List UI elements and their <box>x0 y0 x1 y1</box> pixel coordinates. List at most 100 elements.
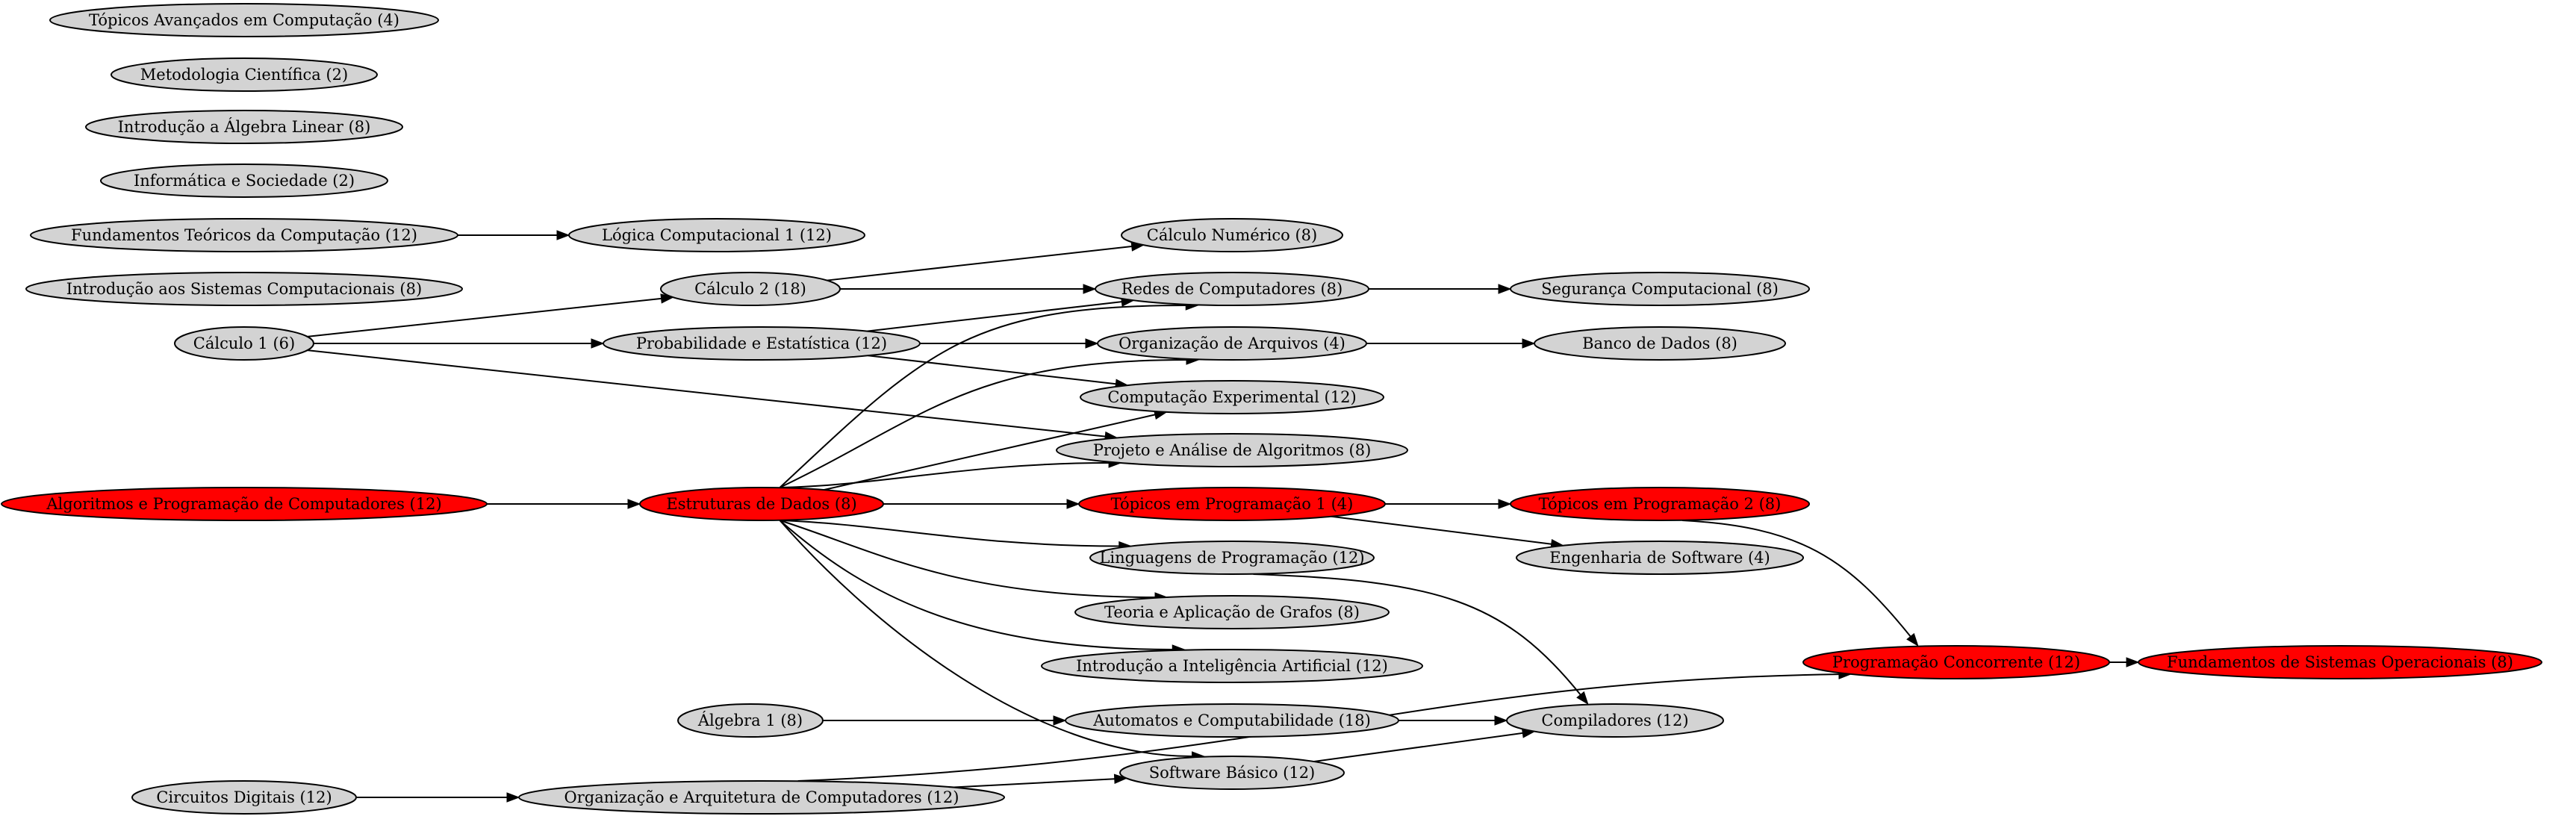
node-shape <box>1516 541 1804 575</box>
node-ial[interactable]: Introdução a Álgebra Linear (8) <box>85 110 403 144</box>
node-label: Introdução a Álgebra Linear (8) <box>118 118 371 136</box>
arrowhead-icon <box>1498 499 1512 509</box>
arrowhead-icon <box>1494 715 1508 726</box>
edge-line <box>779 305 1186 488</box>
node-ftc[interactable]: Fundamentos Teóricos da Computação (12) <box>30 218 458 252</box>
node-oa[interactable]: Organização de Arquivos (4) <box>1097 326 1367 361</box>
node-tac[interactable]: Tópicos Avançados em Computação (4) <box>49 3 439 37</box>
node-paa[interactable]: Projeto e Análise de Algoritmos (8) <box>1056 433 1408 467</box>
edge-oac-sb <box>953 773 1128 788</box>
node-label: Programação Concorrente (12) <box>1832 653 2080 671</box>
node-c1[interactable]: Cálculo 1 (6) <box>174 326 314 361</box>
arrowhead-icon <box>556 230 570 240</box>
node-tag[interactable]: Teoria e Aplicação de Grafos (8) <box>1074 595 1390 629</box>
node-shape <box>30 218 458 252</box>
node-shape <box>1510 272 1810 306</box>
node-apc[interactable]: Algoritmos e Programação de Computadores… <box>1 487 488 521</box>
edge-line <box>779 520 1173 650</box>
node-shape <box>1121 218 1343 252</box>
node-label: Informática e Sociedade (2) <box>134 172 355 190</box>
node-shape <box>174 326 314 361</box>
arrowhead-icon <box>506 792 520 803</box>
node-pc[interactable]: Programação Concorrente (12) <box>1802 645 2110 679</box>
node-cd[interactable]: Circuitos Digitais (12) <box>131 780 357 815</box>
node-label: Teoria e Aplicação de Grafos (8) <box>1104 603 1360 621</box>
edge-c2-rc <box>840 284 1097 294</box>
node-label: Organização de Arquivos (4) <box>1119 334 1345 352</box>
arrowhead-icon <box>2126 657 2140 667</box>
node-tp1[interactable]: Tópicos em Programação 1 (4) <box>1078 487 1386 521</box>
arrowhead-icon <box>1522 338 1536 349</box>
node-fso[interactable]: Fundamentos de Sistemas Operacionais (8) <box>2138 645 2542 679</box>
nodes-layer: Tópicos Avançados em Computação (4) Metod… <box>1 3 2542 815</box>
node-shape <box>111 57 378 92</box>
node-shape <box>639 487 884 521</box>
node-label: Computação Experimental (12) <box>1107 388 1356 406</box>
arrowhead-icon <box>1498 284 1512 294</box>
node-shape <box>1078 487 1386 521</box>
edge-sb-comp <box>1313 728 1536 763</box>
node-sc[interactable]: Segurança Computacional (8) <box>1510 272 1810 306</box>
node-mc[interactable]: Metodologia Científica (2) <box>111 57 378 92</box>
edge-ac-comp <box>1399 715 1508 726</box>
node-shape <box>85 110 403 144</box>
node-label: Redes de Computadores (8) <box>1121 280 1343 298</box>
node-pe[interactable]: Probabilidade e Estatística (12) <box>603 326 921 361</box>
node-ce[interactable]: Computação Experimental (12) <box>1080 380 1384 414</box>
node-shape <box>25 272 463 306</box>
edge-line <box>867 301 1122 332</box>
edge-line <box>1253 573 1581 696</box>
node-bd[interactable]: Banco de Dados (8) <box>1534 326 1786 361</box>
edge-cd-oac <box>356 792 520 803</box>
edge-line <box>1313 732 1523 763</box>
edge-ed-paa <box>780 458 1122 488</box>
edge-line <box>1331 515 1552 545</box>
node-iia[interactable]: Introdução a Inteligência Artificial (12… <box>1041 649 1423 683</box>
node-label: Probabilidade e Estatística (12) <box>636 334 887 352</box>
node-isc[interactable]: Introdução aos Sistemas Computacionais (… <box>25 272 463 306</box>
edge-ftc-lc1 <box>458 230 570 240</box>
node-comp[interactable]: Compiladores (12) <box>1506 703 1724 738</box>
node-sb[interactable]: Software Básico (12) <box>1119 756 1345 790</box>
edge-line <box>780 462 1110 488</box>
node-shape <box>1 487 488 521</box>
edge-line <box>824 414 1156 491</box>
node-shape <box>2138 645 2542 679</box>
node-shape <box>1097 326 1367 361</box>
node-label: Metodologia Científica (2) <box>140 66 348 84</box>
node-shape <box>1119 756 1345 790</box>
node-tp2[interactable]: Tópicos em Programação 2 (8) <box>1510 487 1810 521</box>
node-shape <box>1802 645 2110 679</box>
arrowhead-icon <box>1906 632 1919 647</box>
node-es[interactable]: Engenharia de Software (4) <box>1516 541 1804 575</box>
node-label: Software Básico (12) <box>1149 764 1316 782</box>
node-label: Tópicos em Programação 1 (4) <box>1111 495 1354 513</box>
node-a1[interactable]: Álgebra 1 (8) <box>677 703 824 738</box>
node-lp[interactable]: Linguagens de Programação (12) <box>1089 541 1375 575</box>
node-is[interactable]: Informática e Sociedade (2) <box>100 164 388 198</box>
node-rc[interactable]: Redes de Computadores (8) <box>1095 272 1369 306</box>
node-cn[interactable]: Cálculo Numérico (8) <box>1121 218 1343 252</box>
node-label: Projeto e Análise de Algoritmos (8) <box>1093 441 1372 459</box>
node-label: Cálculo 1 (6) <box>193 334 295 352</box>
node-ed[interactable]: Estruturas de Dados (8) <box>639 487 884 521</box>
node-oac[interactable]: Organização e Arquitetura de Computadore… <box>518 780 1005 815</box>
node-shape <box>49 3 439 37</box>
edge-line <box>307 297 662 337</box>
node-label: Banco de Dados (8) <box>1582 334 1737 352</box>
arrowhead-icon <box>1066 499 1080 509</box>
edge-c1-pe <box>314 338 605 349</box>
node-label: Algoritmos e Programação de Computadores… <box>46 495 441 513</box>
node-lc1[interactable]: Lógica Computacional 1 (12) <box>568 218 865 252</box>
node-label: Linguagens de Programação (12) <box>1099 549 1364 567</box>
edge-line <box>868 355 1116 385</box>
edge-line <box>953 778 1115 788</box>
node-ac[interactable]: Automatos e Computabilidade (18) <box>1065 703 1399 738</box>
edge-ed-tp1 <box>883 499 1080 509</box>
arrowhead-icon <box>1113 773 1128 784</box>
arrowhead-icon <box>1083 284 1097 294</box>
edge-ed-iia <box>779 520 1186 655</box>
node-c2[interactable]: Cálculo 2 (18) <box>660 272 841 306</box>
node-shape <box>1065 703 1399 738</box>
